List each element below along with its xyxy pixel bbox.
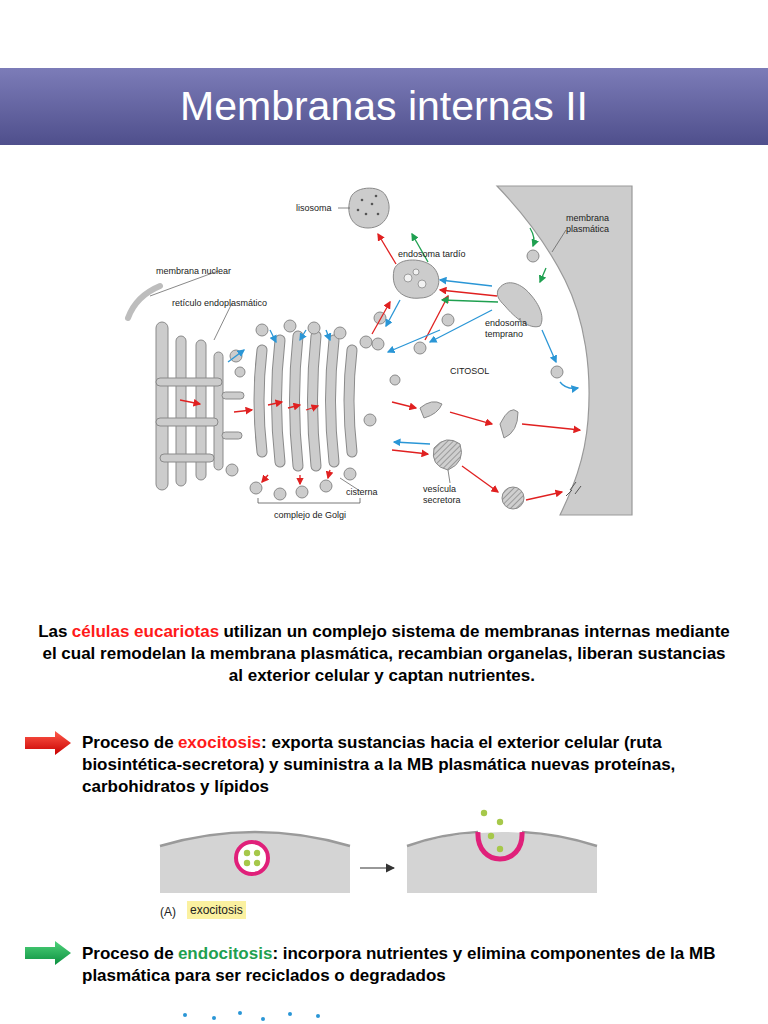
exocytosis-text-part: exocitosis [178,733,261,752]
endocytosis-text: Proceso deendocitosis: incorpora nutrien… [82,943,742,987]
intro-paragraph-part: Las [38,622,67,641]
endocytosis-text-part: endocitosis [178,944,272,963]
organelle-label: lisosoma [296,203,356,214]
membrane-label: membrana nuclear [156,266,246,277]
organelle-label: retículo endoplasmático [172,298,282,309]
slide-title: Membranas internas II [0,68,768,145]
endocytosis-text-part: : incorpora nutrientes y elimina compone… [82,944,715,985]
organelle-label: vesícula secretora [423,484,471,506]
intro-paragraph: Lascélulas eucariotasutilizan un complej… [36,621,732,687]
organelle-label: endosoma tardío [398,249,478,260]
endocytosis-text-part: Proceso de [82,944,174,963]
organelle-label: endosoma temprano [485,318,540,340]
region-label: CITOSOL [450,366,510,377]
organelle-label: cisterna [346,487,396,498]
organelle-label: complejo de Golgi [262,510,358,521]
highlight-box: exocitosis [187,901,246,919]
membrane-label: membrana plasmática [566,213,626,235]
panel-letter: (A) [160,904,186,920]
intro-paragraph-part: células eucariotas [72,622,219,641]
box-text: exocitosis [190,903,243,917]
exocytosis-text-part: Proceso de [82,733,174,752]
exocytosis-text: Proceso deexocitosis: exporta sustancias… [82,732,722,798]
